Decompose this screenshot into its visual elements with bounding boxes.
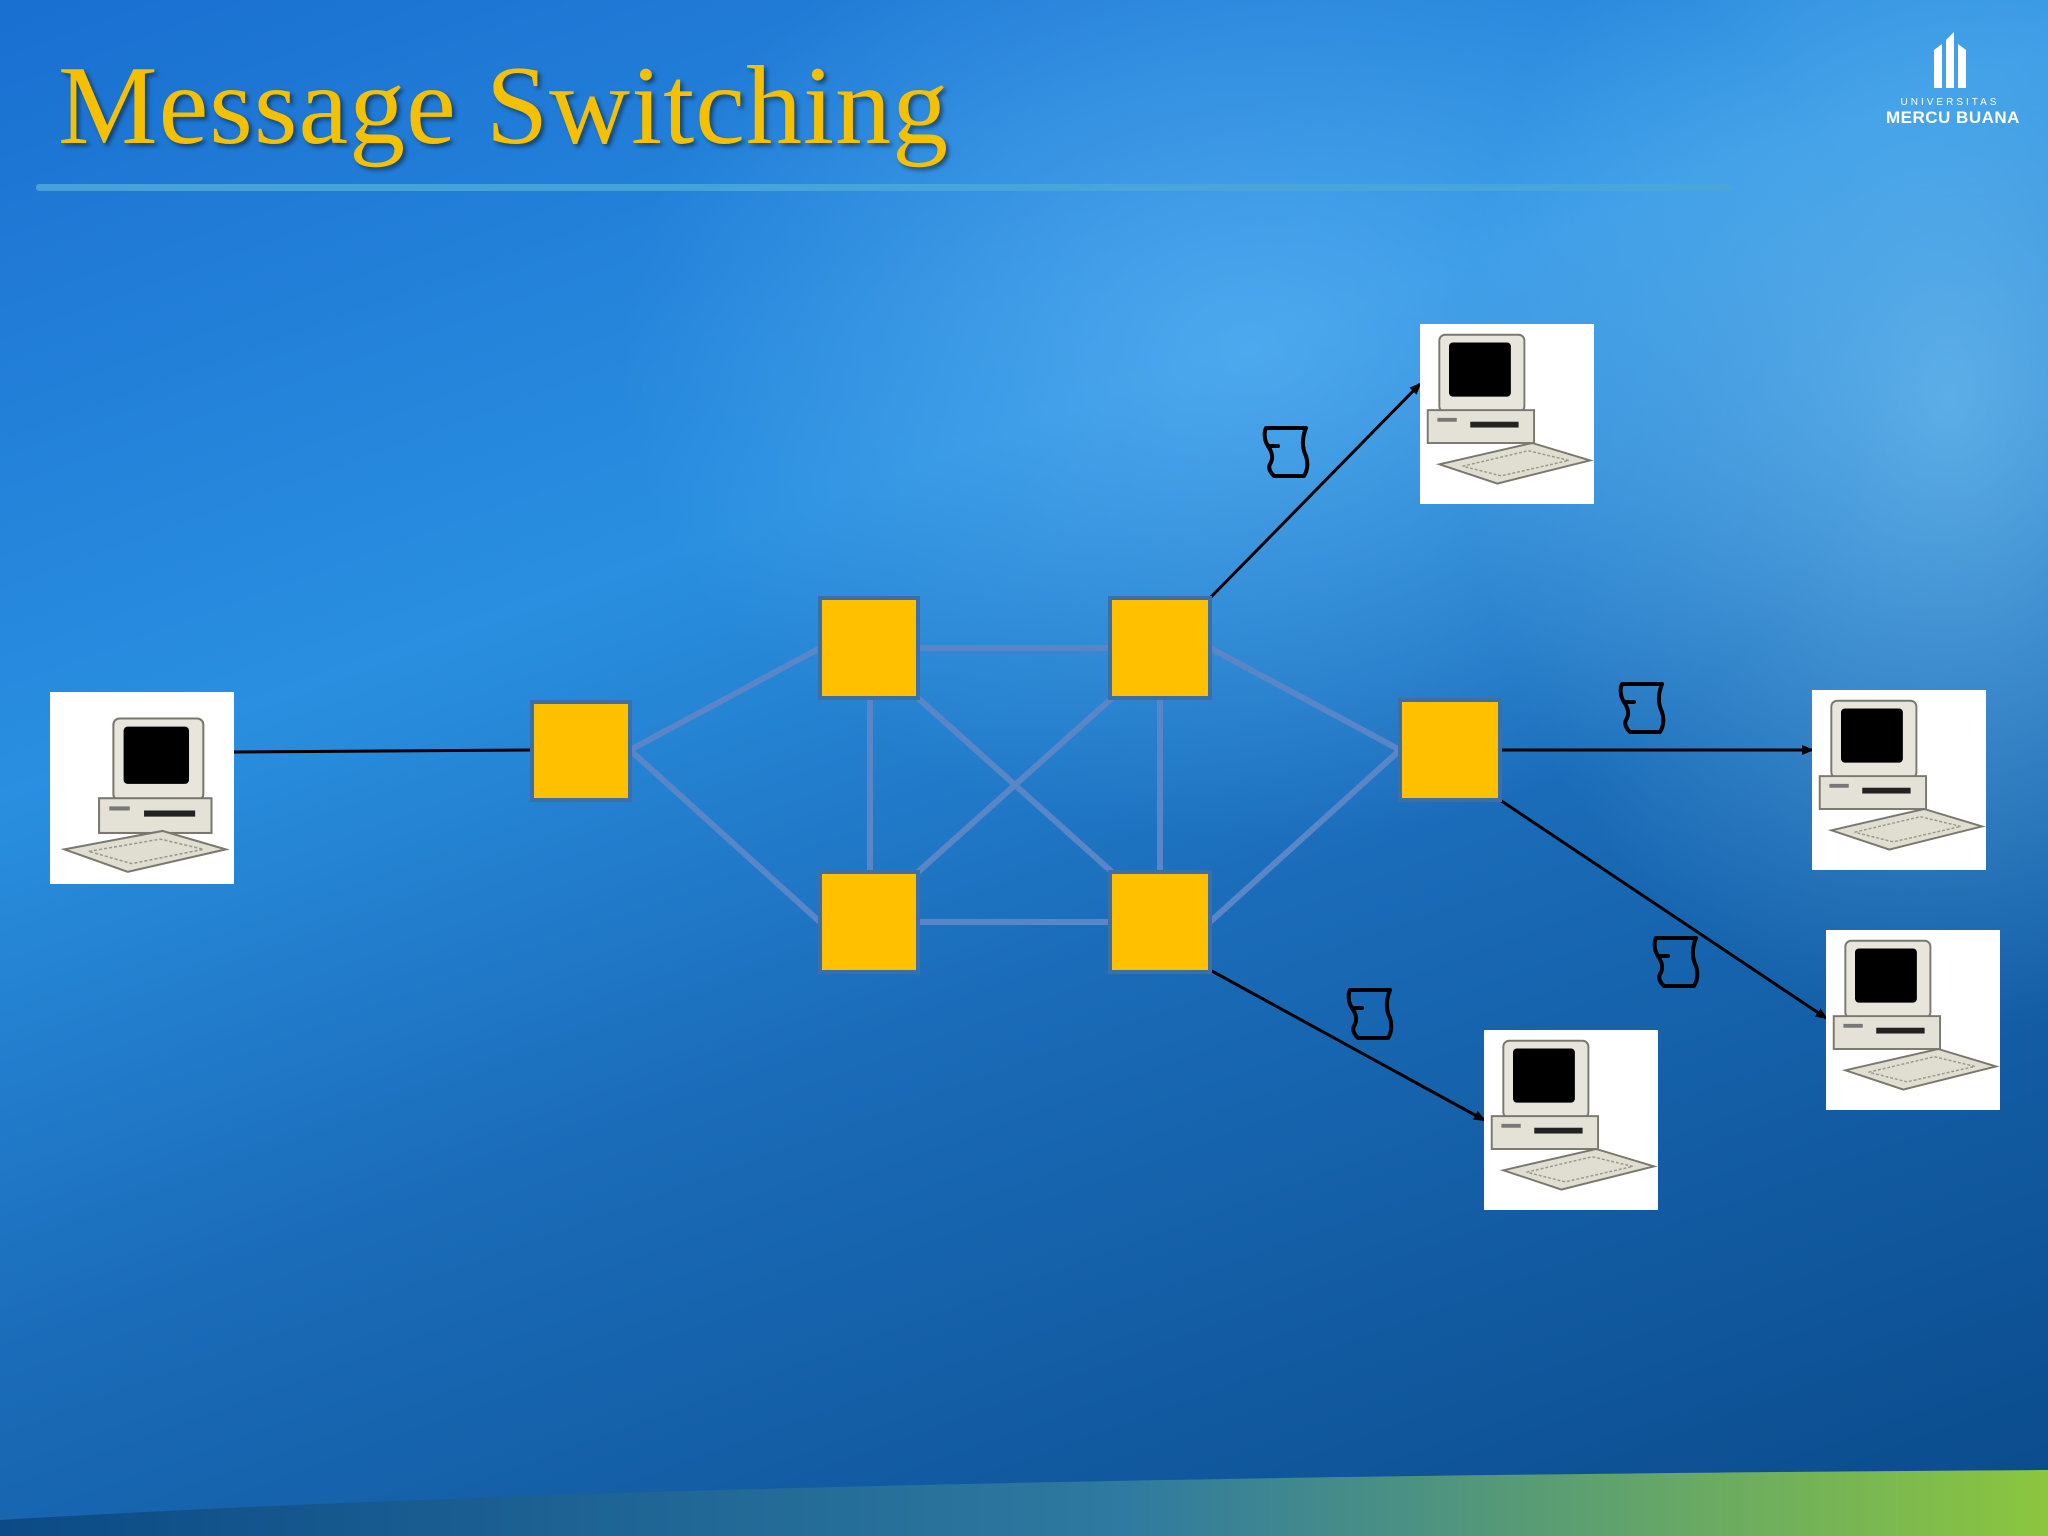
title-underline (36, 184, 1732, 191)
message-scroll-icon (1262, 426, 1310, 478)
link (915, 695, 1115, 875)
computer-icon (1490, 1039, 1658, 1191)
computer-icon (60, 717, 230, 873)
logo-icon (1934, 32, 1966, 88)
computer-right (1812, 690, 1986, 870)
computer-top (1420, 324, 1594, 504)
link (627, 747, 823, 925)
computer-bottom (1484, 1030, 1658, 1210)
link (628, 645, 822, 753)
logo-line-2: MERCU BUANA (1886, 108, 2020, 127)
switch-node-upper-left (818, 596, 920, 700)
slide-title: Message Switching (58, 44, 950, 168)
switch-node-exit (1398, 698, 1502, 802)
arrow-to-pc-far-right (1499, 798, 1828, 1020)
link (1207, 747, 1403, 925)
computer-source (50, 692, 234, 884)
network-links (627, 645, 1403, 925)
link (1208, 645, 1402, 753)
switch-node-upper-right (1108, 596, 1212, 700)
computer-icon (1426, 333, 1594, 485)
logo-line-1: UNIVERSITAS (1900, 97, 2000, 108)
computer-far-right (1826, 930, 2000, 1110)
arrow-to-pc-bottom (1209, 968, 1486, 1122)
university-logo: UNIVERSITAS MERCU BUANA (1886, 30, 2020, 130)
computer-icon (1818, 699, 1986, 851)
switch-node-entry (530, 700, 632, 802)
message-paths (233, 382, 1828, 1122)
switch-node-lower-left (818, 870, 920, 974)
message-scroll-icon (1346, 988, 1394, 1040)
source-link (233, 748, 533, 754)
message-scroll-icon (1618, 682, 1666, 734)
arrow-to-pc-top (1208, 382, 1422, 600)
computer-icon (1832, 939, 2000, 1091)
switch-node-lower-right (1108, 870, 1212, 974)
message-scroll-icon (1652, 936, 1700, 988)
bottom-band (0, 1470, 2048, 1536)
